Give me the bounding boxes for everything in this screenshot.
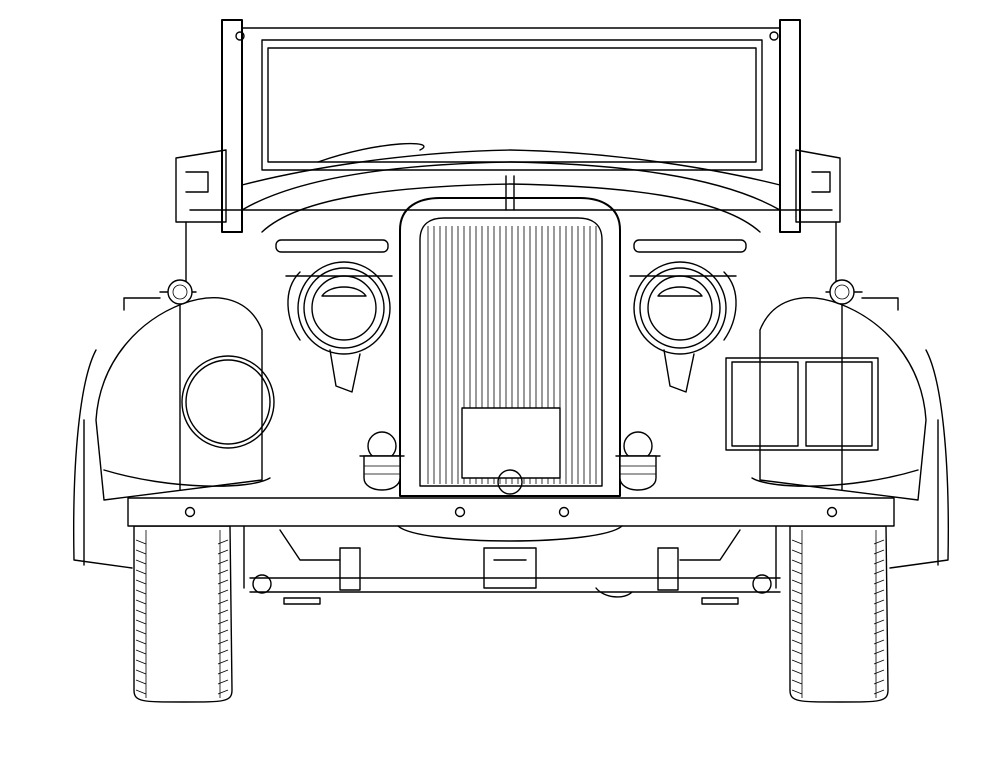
tread-mark bbox=[218, 620, 228, 624]
tread-mark bbox=[874, 590, 884, 594]
tread-mark bbox=[136, 610, 146, 614]
tread-mark bbox=[218, 570, 228, 574]
tread-mark bbox=[792, 600, 802, 604]
tread-mark bbox=[218, 640, 228, 644]
tread-mark bbox=[874, 600, 884, 604]
front-bumper bbox=[128, 498, 894, 541]
tread-mark bbox=[136, 580, 146, 584]
tread-mark bbox=[792, 630, 802, 634]
tread-mark bbox=[792, 690, 802, 694]
tread-mark bbox=[136, 590, 146, 594]
tread-mark bbox=[136, 660, 146, 664]
tread-mark bbox=[874, 680, 884, 684]
left-tyre bbox=[134, 526, 232, 702]
top-frame bbox=[222, 20, 800, 232]
tread-mark bbox=[136, 600, 146, 604]
tread-mark bbox=[218, 660, 228, 664]
tread-mark bbox=[792, 620, 802, 624]
tread-mark bbox=[218, 600, 228, 604]
right-tyre-tread bbox=[792, 540, 884, 694]
tread-mark bbox=[874, 610, 884, 614]
tread-mark bbox=[218, 630, 228, 634]
tread-mark bbox=[136, 690, 146, 694]
right-headlamp bbox=[634, 262, 736, 392]
tread-mark bbox=[874, 540, 884, 544]
tread-mark bbox=[874, 690, 884, 694]
tread-mark bbox=[136, 640, 146, 644]
tread-mark bbox=[218, 690, 228, 694]
tread-mark bbox=[792, 660, 802, 664]
tread-mark bbox=[792, 590, 802, 594]
tread-mark bbox=[792, 550, 802, 554]
cowl-and-hood bbox=[176, 144, 840, 290]
tread-mark bbox=[792, 570, 802, 574]
tread-mark bbox=[136, 620, 146, 624]
hood-vents bbox=[276, 240, 746, 276]
tread-mark bbox=[218, 680, 228, 684]
front-axle bbox=[244, 526, 780, 604]
tread-mark bbox=[792, 540, 802, 544]
tread-mark bbox=[792, 580, 802, 584]
tread-mark bbox=[136, 670, 146, 674]
tread-mark bbox=[218, 610, 228, 614]
tread-mark bbox=[792, 680, 802, 684]
right-fender-plates bbox=[726, 358, 878, 450]
tread-mark bbox=[136, 630, 146, 634]
tread-mark bbox=[874, 550, 884, 554]
tread-mark bbox=[874, 660, 884, 664]
tread-mark bbox=[218, 580, 228, 584]
tread-mark bbox=[792, 670, 802, 674]
tread-mark bbox=[136, 550, 146, 554]
tread-mark bbox=[792, 650, 802, 654]
tread-mark bbox=[874, 670, 884, 674]
tread-mark bbox=[136, 650, 146, 654]
tread-mark bbox=[218, 540, 228, 544]
tread-mark bbox=[136, 560, 146, 564]
tread-mark bbox=[218, 560, 228, 564]
left-fender-disc bbox=[182, 356, 274, 448]
tread-mark bbox=[136, 570, 146, 574]
tread-mark bbox=[218, 670, 228, 674]
tread-mark bbox=[218, 590, 228, 594]
tread-mark bbox=[874, 570, 884, 574]
tread-mark bbox=[874, 620, 884, 624]
right-tyre bbox=[790, 526, 888, 702]
radiator-grille bbox=[400, 198, 620, 496]
tread-mark bbox=[874, 630, 884, 634]
tread-mark bbox=[874, 650, 884, 654]
left-side-light bbox=[124, 280, 196, 310]
tread-mark bbox=[874, 560, 884, 564]
tread-mark bbox=[874, 640, 884, 644]
tread-mark bbox=[792, 610, 802, 614]
tread-mark bbox=[218, 550, 228, 554]
tread-mark bbox=[874, 580, 884, 584]
right-fog-lamp bbox=[616, 432, 660, 490]
right-side-light bbox=[826, 280, 898, 310]
left-tyre-tread bbox=[136, 540, 228, 694]
tread-mark bbox=[136, 680, 146, 684]
tread-mark bbox=[218, 650, 228, 654]
tread-mark bbox=[792, 560, 802, 564]
tread-mark bbox=[136, 540, 146, 544]
left-fog-lamp bbox=[360, 432, 404, 490]
tread-mark bbox=[792, 640, 802, 644]
left-headlamp bbox=[288, 262, 390, 392]
